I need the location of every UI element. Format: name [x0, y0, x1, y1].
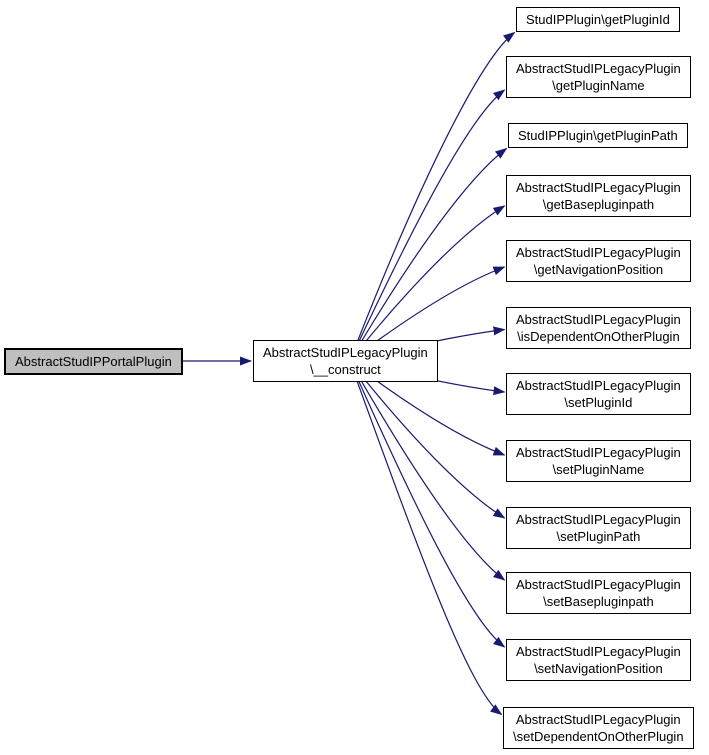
graph-node-callee[interactable]: AbstractStudIPLegacyPlugin \setDependentO…: [503, 707, 694, 749]
graph-node-callee[interactable]: AbstractStudIPLegacyPlugin \setPluginPath: [506, 507, 691, 549]
node-label-line: AbstractStudIPLegacyPlugin: [516, 445, 681, 460]
node-label-line: \setBasepluginpath: [543, 594, 654, 609]
node-label-line: StudIPPlugin\getPluginId: [526, 12, 670, 27]
graph-node-callee[interactable]: AbstractStudIPLegacyPlugin \getNavigation…: [506, 240, 691, 282]
node-label-line: \setPluginPath: [556, 529, 641, 544]
graph-node-callee[interactable]: AbstractStudIPLegacyPlugin \getBaseplugin…: [506, 175, 691, 217]
call-edge: [349, 147, 508, 362]
graph-node-callee[interactable]: AbstractStudIPLegacyPlugin \setPluginId: [506, 373, 691, 415]
node-label-line: \getNavigationPosition: [533, 262, 664, 277]
node-label-line: \isDependentOnOtherPlugin: [517, 329, 680, 344]
graph-node-callee[interactable]: AbstractStudIPLegacyPlugin \isDependentOn…: [506, 307, 691, 349]
call-edge: [349, 31, 516, 362]
call-edge: [349, 360, 503, 716]
node-label-line: AbstractStudIPLegacyPlugin: [516, 644, 681, 659]
graph-node-callee[interactable]: AbstractStudIPLegacyPlugin \setNavigation…: [506, 639, 691, 681]
graph-node-callee[interactable]: AbstractStudIPLegacyPlugin \setPluginName: [506, 440, 691, 482]
node-label-line: AbstractStudIPLegacyPlugin: [516, 512, 681, 527]
node-label-line: AbstractStudIPLegacyPlugin: [516, 378, 681, 393]
node-label-line: AbstractStudIPPortalPlugin: [15, 354, 172, 369]
node-label-line: AbstractStudIPLegacyPlugin: [516, 577, 681, 592]
node-label-line: AbstractStudIPLegacyPlugin: [516, 180, 681, 195]
node-label-line: \setNavigationPosition: [534, 661, 663, 676]
node-label-line: \setPluginName: [552, 462, 645, 477]
call-edge: [349, 360, 506, 648]
node-label-line: AbstractStudIPLegacyPlugin: [516, 61, 681, 76]
call-edge: [349, 205, 506, 362]
node-label-line: \getPluginName: [552, 78, 645, 93]
node-label-line: AbstractStudIPLegacyPlugin: [263, 345, 428, 360]
graph-node-caller: AbstractStudIPPortalPlugin: [4, 348, 183, 375]
node-label-line: \__construct: [309, 362, 381, 377]
graph-node-center[interactable]: AbstractStudIPLegacyPlugin \__construct: [253, 340, 438, 382]
node-label-line: AbstractStudIPLegacyPlugin: [516, 312, 681, 327]
call-edge: [349, 360, 506, 519]
node-label-line: \setPluginId: [564, 395, 633, 410]
node-label-line: \getBasepluginpath: [542, 197, 655, 212]
graph-node-callee[interactable]: StudIPPlugin\getPluginPath: [508, 123, 688, 148]
graph-node-callee[interactable]: AbstractStudIPLegacyPlugin \setBaseplugin…: [506, 572, 691, 614]
call-edge: [349, 89, 506, 362]
node-label-line: StudIPPlugin\getPluginPath: [518, 128, 678, 143]
node-label-line: AbstractStudIPLegacyPlugin: [516, 245, 681, 260]
graph-node-callee[interactable]: AbstractStudIPLegacyPlugin \getPluginName: [506, 56, 691, 98]
call-edge: [349, 360, 506, 581]
node-label-line: \setDependentOnOtherPlugin: [513, 729, 684, 744]
graph-node-callee[interactable]: StudIPPlugin\getPluginId: [516, 7, 680, 32]
node-label-line: AbstractStudIPLegacyPlugin: [515, 712, 681, 727]
